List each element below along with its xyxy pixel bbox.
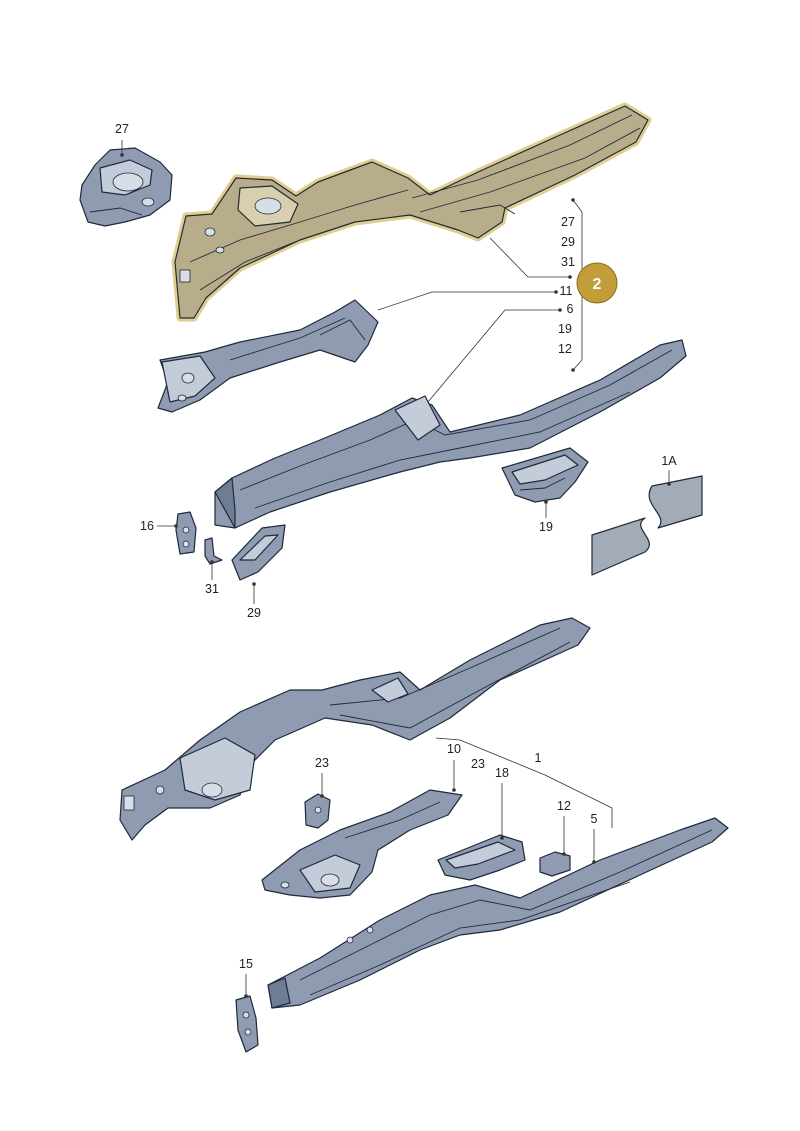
part-10-inner-rail (261, 789, 463, 899)
leader-6 (427, 309, 560, 403)
group-label-29: 29 (561, 235, 575, 249)
label-1A: 1A (661, 454, 677, 468)
group-label-6: 6 (567, 302, 574, 316)
part-12-block (539, 851, 571, 877)
label-19: 19 (539, 520, 553, 534)
part-15-bracket (235, 995, 259, 1053)
part-23-bracket (304, 793, 331, 829)
leader-11 (377, 291, 556, 311)
part-1A-sheet (591, 475, 703, 576)
group-label-31: 31 (561, 255, 575, 269)
part-2-assembly-highlighted (171, 102, 652, 322)
label-10: 10 (447, 742, 461, 756)
callout-2: 2 (576, 262, 618, 304)
group-label-19: 19 (558, 322, 572, 336)
callout-2-label: 2 (593, 276, 602, 293)
leader-27-to-rail (489, 237, 570, 278)
label-12-lower: 12 (557, 799, 571, 813)
part-29-bracket (231, 524, 286, 581)
label-18: 18 (495, 766, 509, 780)
group-label-27: 27 (561, 215, 575, 229)
part-31-bracket (204, 537, 223, 565)
part-5-lower-rail (267, 817, 729, 1009)
lower-main-rail (119, 617, 591, 841)
part-6-long-rail (214, 339, 687, 529)
part-27-bracket (79, 147, 173, 227)
part-16-bracket (175, 511, 197, 555)
leader-1 (435, 737, 613, 828)
part-19-pocket (501, 447, 589, 503)
label-31: 31 (205, 582, 219, 596)
label-16: 16 (140, 519, 154, 533)
label-29: 29 (247, 606, 261, 620)
label-23-right: 23 (471, 757, 485, 771)
label-5: 5 (591, 812, 598, 826)
group-label-12: 12 (558, 342, 572, 356)
label-23-left: 23 (315, 756, 329, 770)
label-27: 27 (115, 122, 129, 136)
part-18-pocket (437, 834, 526, 881)
group-label-11: 11 (560, 284, 573, 298)
part-11-panel (157, 299, 379, 413)
label-15: 15 (239, 957, 253, 971)
label-1: 1 (535, 751, 542, 765)
